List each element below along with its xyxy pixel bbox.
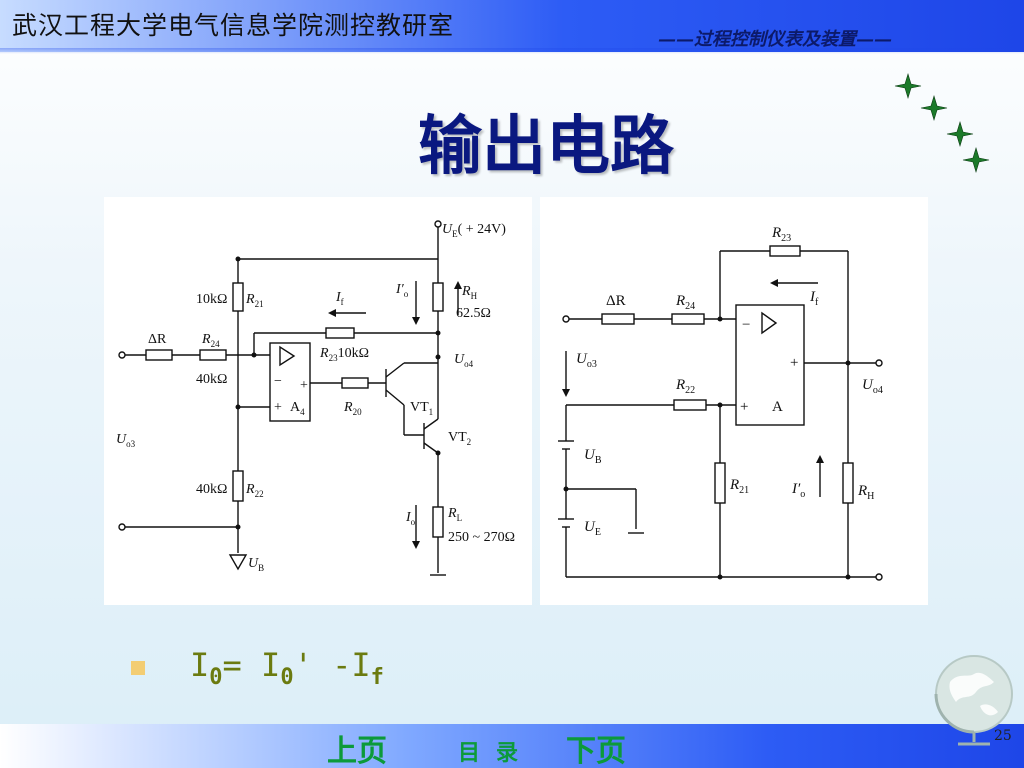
star-icon xyxy=(920,94,948,122)
next-page-link[interactable]: 下页 xyxy=(566,734,626,768)
star-icon xyxy=(962,146,990,174)
label-uo3: Uo3 xyxy=(116,432,136,449)
label-r21: R21 xyxy=(729,477,749,496)
label-r23: R23 xyxy=(771,225,791,244)
label-r23: R2310kΩ xyxy=(319,346,369,363)
formula-eq: = I xyxy=(222,646,281,684)
label-r21-value: 10kΩ xyxy=(196,292,227,307)
formula-io-prime-sub: 0 xyxy=(280,665,294,690)
label-r24: R24 xyxy=(201,332,220,349)
header-right-text: ——过程控制仪表及装置—— xyxy=(658,29,892,50)
label-rh-value: 62.5Ω xyxy=(456,306,491,321)
star-decoration xyxy=(894,72,990,174)
formula-if-sub: f xyxy=(370,665,384,690)
label-ub: UB xyxy=(248,556,264,573)
label-delta-r: ΔR xyxy=(606,293,626,309)
label-r22: R22 xyxy=(675,377,695,396)
label-io-prime: I′o xyxy=(791,481,805,500)
label-amp-plus: + xyxy=(300,378,308,393)
circuit-left-svg: UE( + 24V) 10kΩ R21 If I′o RH 62.5Ω ΔR R… xyxy=(116,220,515,576)
header-bar xyxy=(0,0,1024,52)
header-left-text: 武汉工程大学电气信息学院测控教研室 xyxy=(12,11,455,40)
label-ue: UE xyxy=(584,519,601,538)
label-r24-value: 40kΩ xyxy=(196,372,227,387)
label-uo3: Uo3 xyxy=(576,351,597,370)
circuit-diagram-left: UE( + 24V) 10kΩ R21 If I′o RH 62.5Ω ΔR R… xyxy=(104,197,532,605)
circuit-right-svg: R23 ΔR R24 If − + Uo3 R22 + A Uo4 UB R21… xyxy=(558,225,883,581)
bullet-icon xyxy=(131,661,145,675)
label-r20: R20 xyxy=(343,400,362,417)
label-amp-minus: − xyxy=(274,374,282,389)
label-r24: R24 xyxy=(675,293,695,312)
label-ub: UB xyxy=(584,447,602,466)
label-amp-plus: + xyxy=(740,399,748,415)
formula-io: I xyxy=(190,646,210,684)
star-icon xyxy=(946,120,974,148)
page-number: 25 xyxy=(994,728,1012,744)
label-amp-a4: A4 xyxy=(290,400,305,417)
circuit-diagram-right: R23 ΔR R24 If − + Uo3 R22 + A Uo4 UB R21… xyxy=(540,197,928,605)
label-amp-a: A xyxy=(772,399,783,415)
toc-link[interactable]: 目录 xyxy=(458,740,535,766)
label-rh: RH xyxy=(857,483,874,502)
formula-if: ' -I xyxy=(293,646,371,684)
header-bar-shadow xyxy=(0,48,1024,54)
label-amp-plus-input: + xyxy=(274,400,282,415)
star-icon xyxy=(894,72,922,100)
label-r22: R22 xyxy=(245,482,264,499)
globe-icon xyxy=(934,655,1013,746)
label-if: If xyxy=(809,289,819,308)
slide-title: 输出电路 xyxy=(418,109,674,184)
label-uo4: Uo4 xyxy=(862,377,883,396)
label-io: Io xyxy=(405,510,416,527)
label-if: If xyxy=(335,290,344,307)
formula: I0= I0' -If xyxy=(190,646,384,690)
label-vt2: VT2 xyxy=(448,430,471,447)
label-vt1: VT1 xyxy=(410,400,433,417)
label-r22-value: 40kΩ xyxy=(196,482,227,497)
prev-page-link[interactable]: 上页 xyxy=(327,734,387,768)
label-ue: UE( + 24V) xyxy=(442,222,506,239)
label-amp-plus-output: + xyxy=(790,355,798,371)
footer-bar xyxy=(0,724,1024,768)
label-io-prime: I′o xyxy=(395,282,409,299)
label-rl-value: 250 ~ 270Ω xyxy=(448,530,515,545)
label-delta-r: ΔR xyxy=(148,332,167,347)
label-r21: R21 xyxy=(245,292,264,309)
label-amp-minus: − xyxy=(742,317,750,333)
label-rl: RL xyxy=(447,506,462,523)
label-uo4: Uo4 xyxy=(454,352,474,369)
label-rh: RH xyxy=(461,284,478,301)
formula-io-sub: 0 xyxy=(209,665,223,690)
